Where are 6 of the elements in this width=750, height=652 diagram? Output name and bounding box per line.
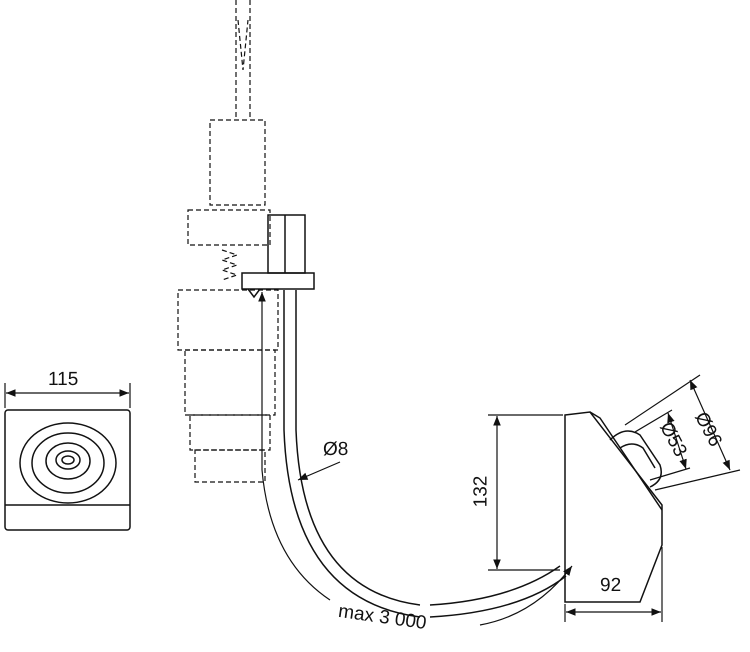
dimension-label: 115 xyxy=(48,370,78,389)
dimension-label: Ø8 xyxy=(323,440,348,459)
dimension-label: Ø53 xyxy=(656,419,690,460)
dimension-label: 92 xyxy=(600,576,622,595)
dimension-label: 132 xyxy=(471,476,490,508)
dimension-label: Ø96 xyxy=(691,409,725,450)
